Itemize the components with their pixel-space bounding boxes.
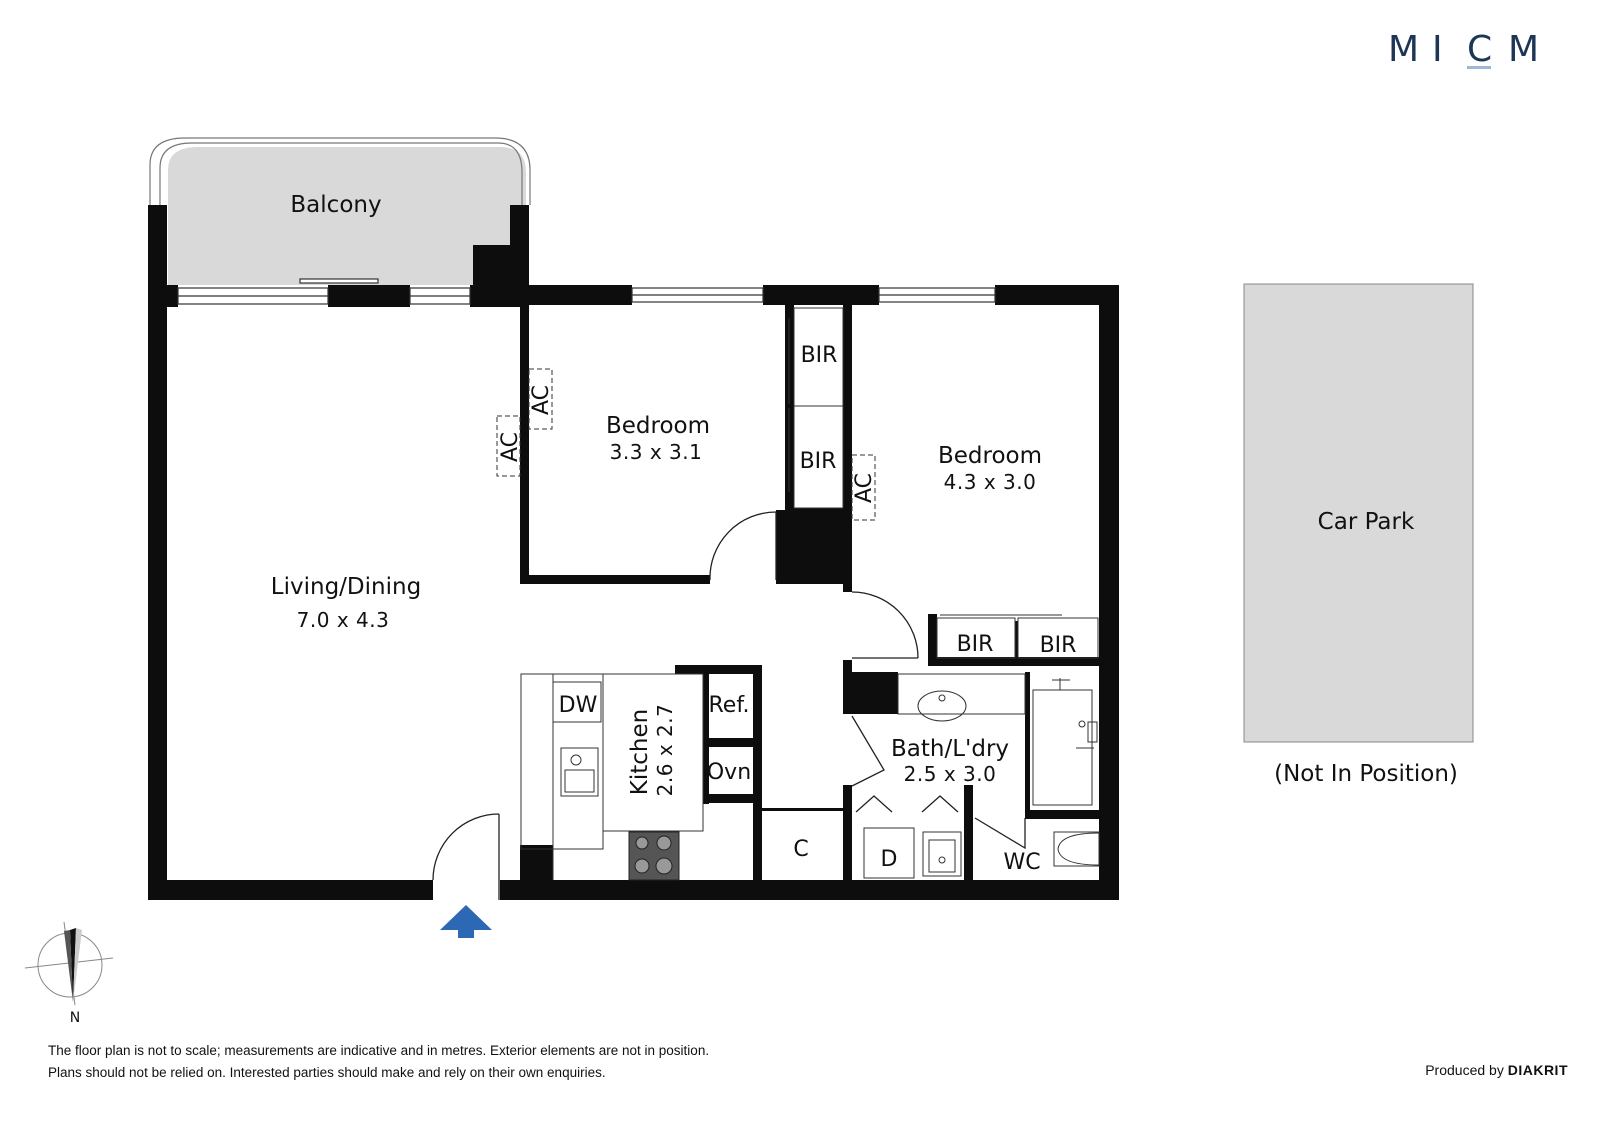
bir-label: BIR xyxy=(800,449,837,474)
car-park: Car Park (Not In Position) xyxy=(1243,283,1474,787)
disclaimer: The floor plan is not to scale; measurem… xyxy=(48,1040,709,1084)
car-park-note: (Not In Position) xyxy=(1274,761,1458,787)
compass-north-label: N xyxy=(70,1010,80,1026)
walls xyxy=(148,205,1119,900)
room-label-bedroom-2: Bedroom xyxy=(938,443,1042,469)
fixture-labels: BIR BIR BIR BIR AC AC AC DW Ref. Ovn C D… xyxy=(498,343,1076,875)
room-dim-bedroom-1: 3.3 x 3.1 xyxy=(610,440,703,464)
produced-by: Produced by DIAKRIT xyxy=(1425,1062,1568,1078)
room-dim-living: 7.0 x 4.3 xyxy=(297,608,390,632)
room-label-living: Living/Dining xyxy=(271,574,421,600)
micm-logo: M I C M xyxy=(1388,29,1539,70)
room-dim-bedroom-2: 4.3 x 3.0 xyxy=(944,470,1037,494)
dryer-label: D xyxy=(881,847,898,872)
fridge-label: Ref. xyxy=(709,693,750,718)
bir-label: BIR xyxy=(801,343,838,368)
ac-units xyxy=(496,368,876,521)
cooktop-icon xyxy=(634,835,673,875)
doors xyxy=(432,511,1026,900)
room-dim-bath: 2.5 x 3.0 xyxy=(904,762,997,786)
bir-label: BIR xyxy=(1040,633,1077,658)
logo-letter-i: I xyxy=(1432,29,1443,70)
room-label-kitchen: Kitchen xyxy=(627,709,653,795)
produced-by-brand: DIAKRIT xyxy=(1507,1062,1568,1078)
ac-label: AC xyxy=(529,385,554,415)
balcony: Balcony xyxy=(149,137,531,285)
room-dim-kitchen: 2.6 x 2.7 xyxy=(653,704,677,797)
oven-label: Ovn xyxy=(707,760,751,785)
bath-fixtures xyxy=(863,673,1100,879)
logo-letter-c: C xyxy=(1467,29,1492,70)
room-label-bedroom-1: Bedroom xyxy=(606,413,710,439)
wc-label: WC xyxy=(1003,850,1040,875)
logo-letter-m1: M xyxy=(1388,29,1419,70)
dishwasher-label: DW xyxy=(559,693,598,718)
room-label-bath: Bath/L'dry xyxy=(891,736,1009,762)
disclaimer-line-1: The floor plan is not to scale; measurem… xyxy=(48,1043,710,1058)
bir-label: BIR xyxy=(957,632,994,657)
logo-letter-m2: M xyxy=(1508,29,1539,70)
windows xyxy=(177,278,996,305)
room-label-car-park: Car Park xyxy=(1318,509,1415,535)
ac-label: AC xyxy=(498,432,523,462)
compass-icon: N xyxy=(24,921,114,1026)
entry-arrow-icon xyxy=(440,905,492,938)
logo-underline xyxy=(1467,66,1491,69)
disclaimer-line-2: Plans should not be relied on. Intereste… xyxy=(48,1065,606,1080)
ac-label: AC xyxy=(852,473,877,503)
cupboard-label: C xyxy=(793,837,808,862)
bir-robes xyxy=(788,307,1099,659)
produced-by-prefix: Produced by xyxy=(1425,1062,1504,1078)
room-labels: Living/Dining 7.0 x 4.3 Bedroom 3.3 x 3.… xyxy=(271,413,1042,796)
room-label-balcony: Balcony xyxy=(290,192,381,218)
